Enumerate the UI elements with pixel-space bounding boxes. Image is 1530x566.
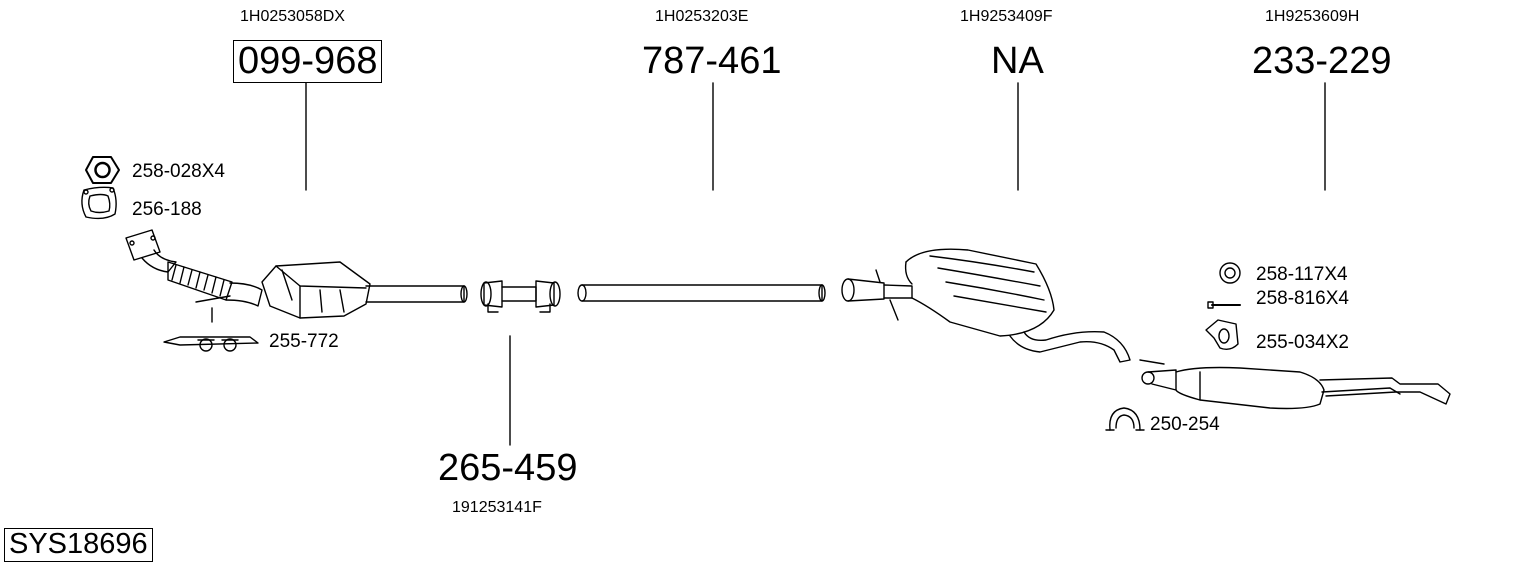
rubber-mount-icon (1205, 319, 1239, 351)
u-clamp-icon (1105, 407, 1145, 431)
rear-silencer-icon (1141, 366, 1451, 410)
part-number-catalyst[interactable]: 099-968 (233, 40, 383, 83)
part-number-rear-silencer[interactable]: 233-229 (1252, 40, 1392, 82)
front-pipe-icon (577, 284, 826, 302)
part-number-u-clamp[interactable]: 250-254 (1150, 414, 1220, 435)
oem-number-clamp: 191253141F (452, 499, 542, 516)
gasket-icon (81, 186, 117, 220)
part-number-front-pipe[interactable]: 787-461 (642, 40, 782, 82)
oem-number-catalyst: 1H0253058DX (240, 8, 345, 25)
part-number-ring[interactable]: 258-117X4 (1256, 264, 1348, 285)
oem-number-middle-silencer: 1H9253409F (960, 8, 1053, 25)
part-number-clamp[interactable]: 265-459 (438, 447, 578, 489)
oem-number-front-pipe: 1H0253203E (655, 8, 749, 25)
part-number-nut[interactable]: 258-028X4 (132, 161, 225, 182)
pipe-clamp-icon (480, 280, 561, 313)
hex-nut-icon (85, 156, 120, 184)
part-number-bolt[interactable]: 258-816X4 (1256, 288, 1349, 309)
part-number-mount-bracket[interactable]: 255-772 (269, 331, 339, 352)
catalytic-converter-icon (125, 229, 468, 323)
middle-silencer-icon (841, 248, 1165, 365)
mount-bracket-icon (163, 336, 259, 352)
oem-number-rear-silencer: 1H9253609H (1265, 8, 1360, 25)
bolt-icon (1207, 301, 1241, 309)
part-number-rubber-mount[interactable]: 255-034X2 (1256, 332, 1349, 353)
part-number-middle-silencer[interactable]: NA (991, 40, 1044, 82)
part-number-gasket[interactable]: 256-188 (132, 199, 202, 220)
ring-icon (1219, 262, 1241, 284)
system-id-label: SYS18696 (4, 528, 153, 562)
